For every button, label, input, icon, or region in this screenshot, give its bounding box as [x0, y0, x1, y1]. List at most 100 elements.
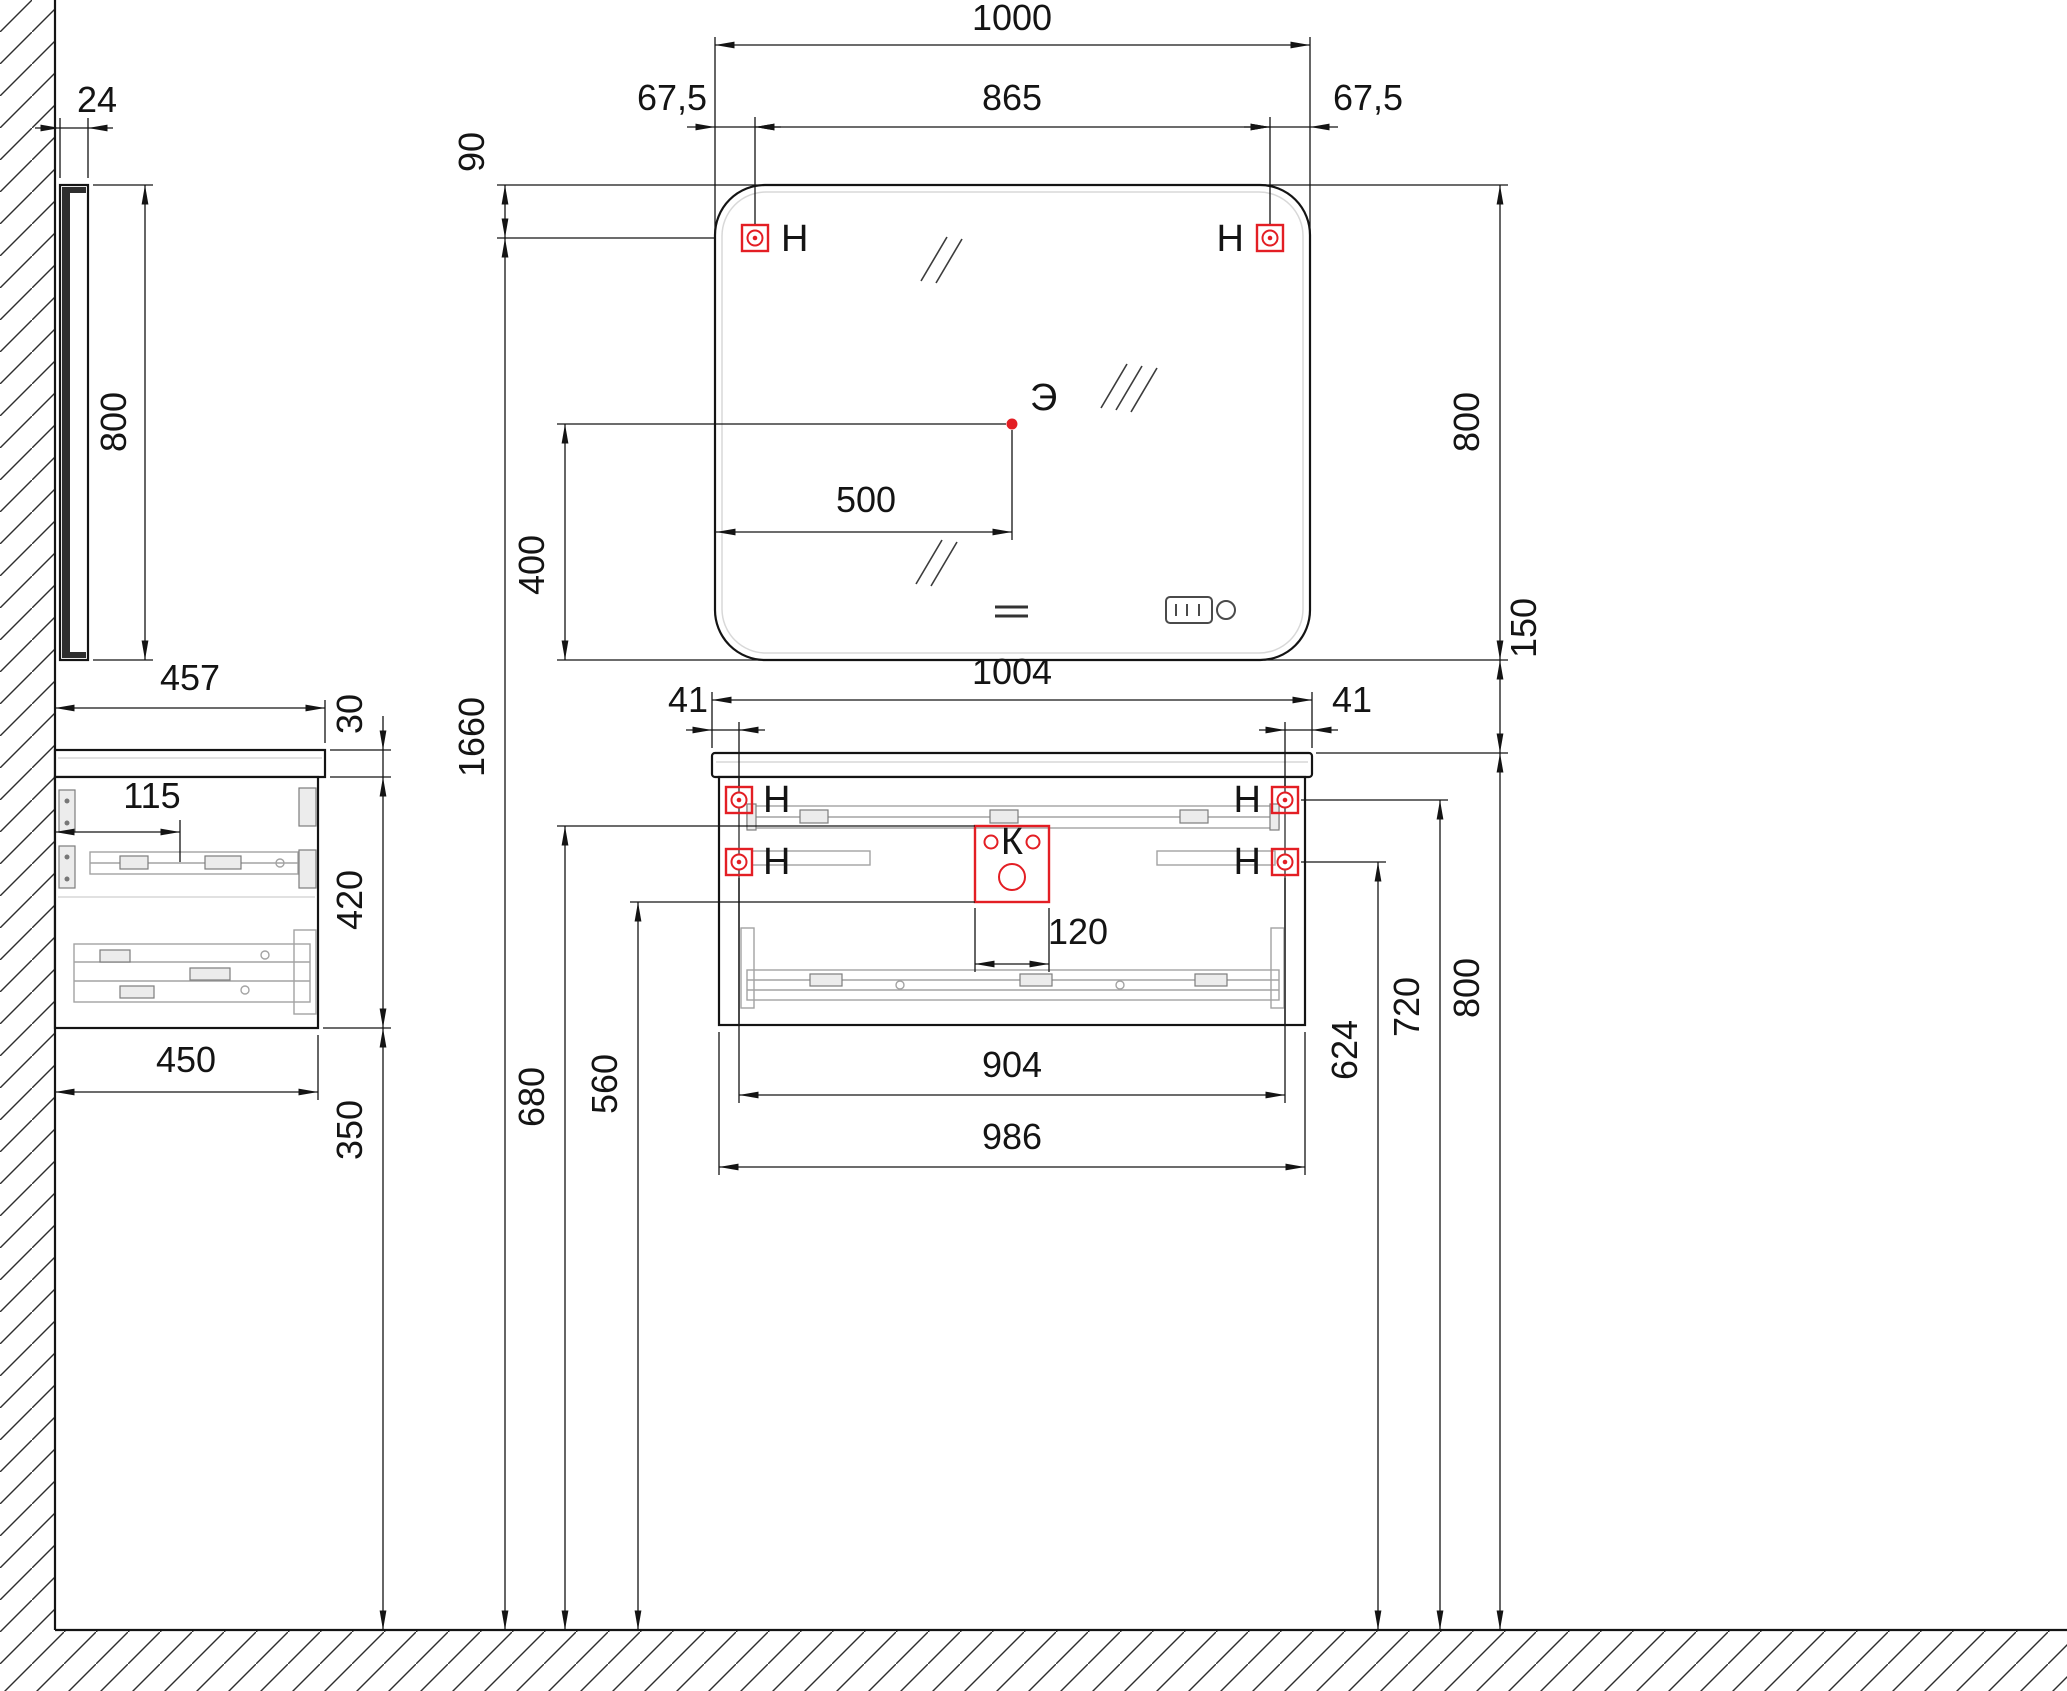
dim-label-drain-width: 120 — [1048, 911, 1108, 952]
mirror-side-back-strip — [62, 187, 70, 658]
dim-column-right: 800 150 800 — [1264, 184, 1544, 1630]
slide-block-icon — [809, 973, 843, 987]
mount-label: Н — [763, 779, 790, 821]
mount-hole-dot — [1267, 235, 1273, 241]
mount-label: Н — [763, 841, 790, 883]
dim-label-gap-below: 150 — [1503, 598, 1544, 658]
mount-hole-icon — [724, 847, 754, 877]
cabinet-side-view: 457 30 420 115 450 350 — [53, 657, 391, 1630]
mount-label: Н — [1234, 779, 1261, 821]
mount-hole-icon — [1255, 223, 1285, 253]
cabinet-mount-upper-left — [724, 785, 754, 815]
slide-block-icon — [1179, 809, 1209, 824]
cabinet-mount-lower-right — [1270, 847, 1300, 877]
mirror-front-view: Н Н Э 500 400 — [511, 0, 1403, 662]
dim-column-left: 90 1660 — [451, 132, 764, 1630]
dim-label-mirror-thickness: 24 — [77, 79, 117, 120]
slide-block-icon — [189, 967, 231, 981]
countertop-front — [710, 751, 1314, 779]
mount-hole-icon — [1270, 847, 1300, 877]
countertop-side — [53, 748, 327, 779]
mount-hole-dot — [736, 797, 742, 803]
cabinet-front-hardware — [740, 803, 1285, 1009]
drawer-slide-icon — [746, 969, 1280, 1001]
power-label: Э — [1030, 377, 1057, 419]
mount-hole-dot — [1282, 797, 1288, 803]
screw-icon — [64, 876, 70, 882]
mirror-side-bottom-cap — [70, 652, 86, 658]
mount-hole-icon — [1270, 785, 1300, 815]
dim-label-mirror-height: 800 — [1446, 392, 1487, 452]
cabinet-side-hardware — [58, 787, 317, 1015]
touch-switch-icon — [995, 605, 1028, 618]
mount-hole-icon — [740, 223, 770, 253]
mirror-mount-right — [1255, 223, 1285, 253]
slide-block-icon — [119, 855, 149, 870]
front-bracket-icon — [293, 929, 317, 1015]
mirror-side-top-cap — [70, 187, 86, 193]
slide-block-icon — [1194, 973, 1228, 987]
mount-hole-dot — [736, 859, 742, 865]
dim-label-cab-mount-inset-right: 41 — [1332, 679, 1372, 720]
dim-label-body-height: 420 — [329, 870, 370, 930]
mirror-mount-left — [740, 223, 770, 253]
slide-block-icon — [204, 855, 242, 870]
dim-label-mount-spacing: 865 — [982, 77, 1042, 118]
screw-icon — [64, 820, 70, 826]
dim-label-bracket-inset: 115 — [123, 775, 180, 816]
dim-label-mount-spacing: 904 — [982, 1044, 1042, 1085]
slide-block-icon — [119, 985, 155, 999]
roller-icon — [260, 950, 270, 960]
slide-block-icon — [989, 809, 1019, 824]
hinge-icon — [298, 849, 317, 889]
clock-display-icon — [1165, 596, 1236, 624]
front-bracket-icon — [740, 927, 755, 1009]
dim-label-mount-lower-height: 624 — [1324, 1020, 1365, 1080]
drawer-slide-icon — [73, 943, 311, 1003]
mount-hole-dot — [752, 235, 758, 241]
dim-label-power-y: 400 — [511, 535, 552, 595]
hinge-icon — [298, 787, 317, 827]
cabinet-side-body — [53, 775, 320, 1030]
dim-label-mount-inset-left: 67,5 — [637, 77, 707, 118]
slide-block-icon — [1019, 973, 1053, 987]
dim-label-mirror-width: 1000 — [972, 0, 1052, 38]
drain-box — [973, 824, 1051, 904]
power-point-icon — [1006, 418, 1018, 430]
mount-hole-dot — [1282, 859, 1288, 865]
dim-label-top-width: 1004 — [972, 651, 1052, 692]
drain-label: К — [1001, 821, 1023, 863]
wall-bracket-icon — [58, 845, 76, 889]
screw-icon — [64, 798, 70, 804]
floor-hatch-icon — [0, 1630, 2067, 1691]
cabinet-mount-lower-left — [724, 847, 754, 877]
dim-label-mount-upper-height: 720 — [1386, 977, 1427, 1037]
dim-label-top-depth: 457 — [160, 657, 220, 698]
drain-hole-circle — [983, 834, 999, 850]
dim-label-drain-bottom-height: 560 — [584, 1054, 625, 1114]
drain-box-icon — [973, 824, 1051, 904]
slide-block-icon — [99, 949, 131, 963]
mirror-shine-icon — [915, 236, 1158, 587]
drain-hole-circle — [1025, 834, 1041, 850]
roller-icon — [895, 980, 905, 990]
front-bracket-icon — [1270, 927, 1285, 1009]
cabinet-front-view: Н Н Н Н К 1004 — [511, 651, 1448, 1630]
wall-hatch-icon — [0, 0, 55, 1630]
slide-block-icon — [799, 809, 829, 824]
cabinet-mount-upper-right — [1270, 785, 1300, 815]
drain-pipe-circle — [998, 863, 1026, 891]
dim-label-power-x: 500 — [836, 479, 896, 520]
dim-label-drain-top-height: 680 — [511, 1067, 552, 1127]
roller-icon — [1115, 980, 1125, 990]
mirror-side-view: 24 800 — [35, 79, 153, 662]
drawer-slide-icon — [1156, 850, 1276, 866]
mount-label: Н — [781, 218, 808, 260]
dim-label-worktop-height: 800 — [1446, 958, 1487, 1018]
dim-label-floor-clearance: 350 — [329, 1100, 370, 1160]
screw-icon — [64, 854, 70, 860]
dim-label-mounts-floor-height: 1660 — [451, 697, 492, 777]
mirror-inner-edge — [721, 191, 1304, 654]
